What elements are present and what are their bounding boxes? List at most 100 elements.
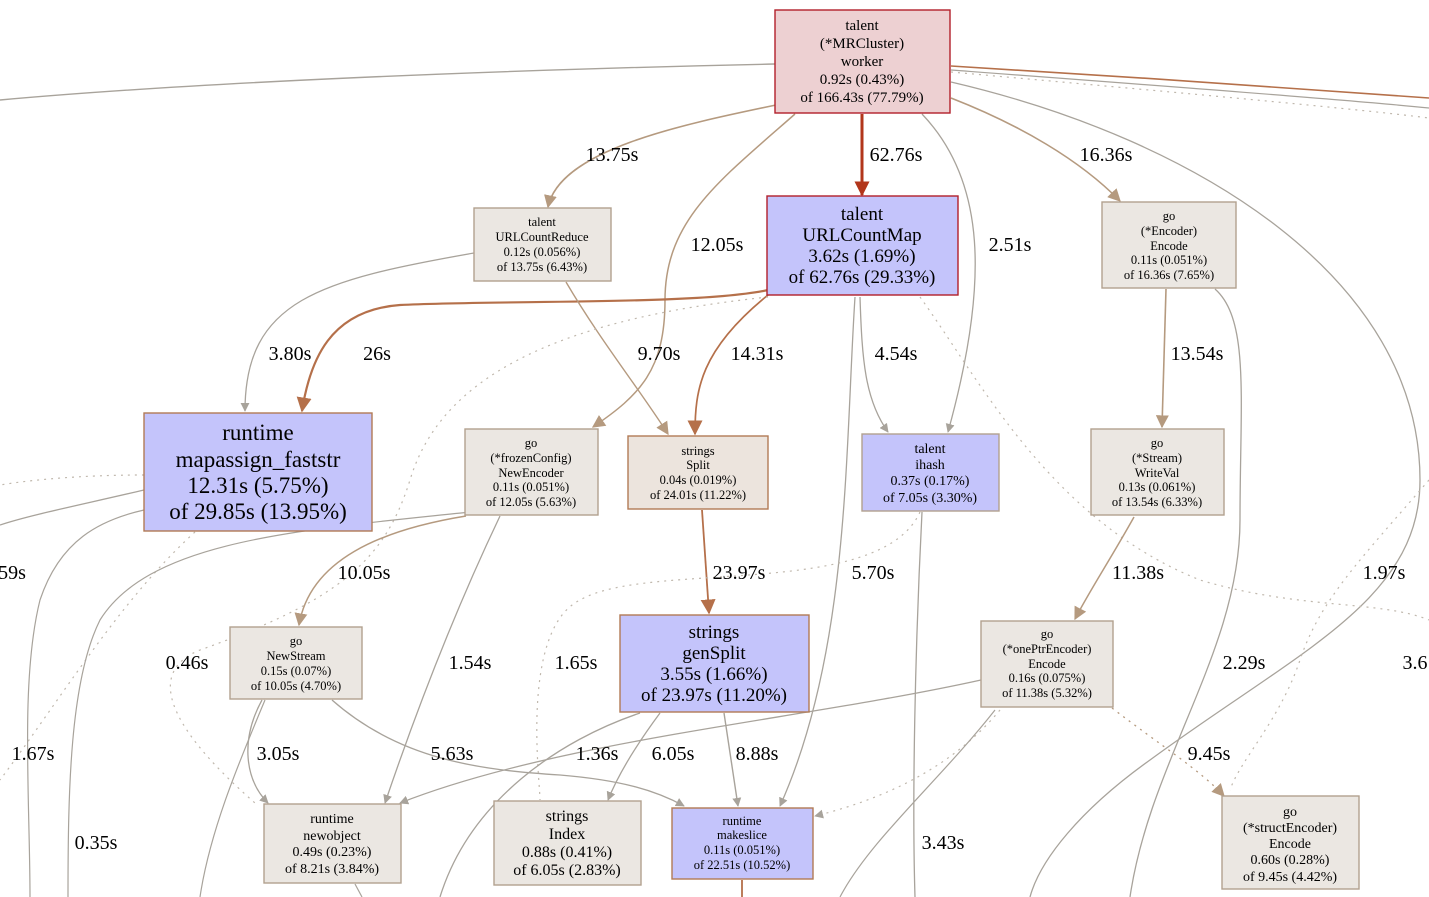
edge-worker-offscreen-left: [0, 63, 776, 101]
label-map-mapassign: 26s: [363, 343, 391, 365]
node-newencoder-line: go: [525, 436, 538, 450]
edge-urlcountmap-ihash: [859, 296, 889, 433]
label-writeval-oneptr: 11.38s: [1112, 562, 1164, 584]
edge-mapassign-left-dotted: [0, 474, 145, 486]
node-newencoder-line: of 12.05s (5.63%): [486, 495, 576, 509]
node-urlcountmap-line: URLCountMap: [802, 225, 921, 246]
label-right-36: 3.6: [1403, 652, 1428, 674]
edge-newstream-down: [199, 699, 266, 897]
edge-worker-newencoder: [591, 113, 796, 428]
node-worker-line: of 166.43s (77.79%): [800, 90, 923, 106]
edge-worker-right-197: [950, 81, 1421, 897]
label-map-ihash: 4.54s: [875, 343, 918, 365]
node-oneptr-line: 0.16s (0.075%): [1009, 671, 1086, 685]
edge-right-dotted: [1229, 479, 1429, 791]
edge-newobject-down: [354, 883, 363, 897]
node-urlcountreduce-line: 0.12s (0.056%): [504, 245, 581, 259]
node-structenc-line: 0.60s (0.28%): [1251, 853, 1330, 868]
node-newobject-line: of 8.21s (3.84%): [285, 862, 379, 877]
label-newencoder-newobject: 1.54s: [449, 652, 492, 674]
node-writeval-line: of 13.54s (6.33%): [1112, 495, 1202, 509]
edge-mapassign-left-1: [0, 489, 145, 526]
node-gensplit-line: genSplit: [682, 643, 746, 664]
node-makeslice-line: makeslice: [717, 828, 767, 842]
edge-newstream-makeslice: [331, 699, 685, 807]
node-split-line: 0.04s (0.019%): [660, 473, 737, 487]
label-reduce-mapassign: 3.80s: [269, 343, 312, 365]
node-oneptr-line: Encode: [1028, 657, 1066, 671]
edge-labels: 13.75s 62.76s 16.36s 12.05s 2.51s 3.80s …: [0, 144, 1428, 854]
node-index-line: of 6.05s (2.83%): [513, 862, 621, 879]
node-mapassign-line: 12.31s (5.75%): [187, 473, 328, 498]
label-right-229: 2.29s: [1223, 652, 1266, 674]
node-ihash-line: talent: [914, 442, 945, 457]
node-mapassign-line: runtime: [222, 420, 294, 445]
node-newstream-line: NewStream: [266, 649, 325, 663]
label-left-167: 1.67s: [12, 743, 55, 765]
node-newencoder-line: 0.11s (0.051%): [493, 480, 569, 494]
label-worker-encoder: 16.36s: [1080, 144, 1133, 166]
edge-ihash-down: [913, 511, 923, 897]
node-encoder-line: go: [1163, 209, 1176, 223]
edge-urlcountreduce-split: [565, 281, 669, 436]
edge-mapassign-left-2: [26, 509, 145, 897]
node-split-line: strings: [681, 444, 714, 458]
node-writeval-line: WriteVal: [1135, 466, 1180, 480]
node-worker-line: worker: [841, 54, 883, 70]
node-ihash-line: 0.37s (0.17%): [891, 474, 970, 489]
node-newstream-line: 0.15s (0.07%): [261, 664, 331, 678]
edge-encoder-down: [1129, 288, 1242, 897]
node-writeval-line: (*Stream): [1132, 451, 1182, 465]
label-reduce-split: 9.70s: [638, 343, 681, 365]
edge-oneptr-down: [839, 709, 996, 897]
node-urlcountreduce-line: URLCountReduce: [495, 230, 588, 244]
edge-urlcountmap-split: [687, 294, 769, 436]
node-writeval-line: 0.13s (0.061%): [1119, 480, 1196, 494]
node-urlcountmap-line: of 62.76s (29.33%): [789, 267, 936, 288]
edge-newencoder-newstream: [294, 515, 467, 627]
label-left-046: 0.46s: [166, 652, 209, 674]
edge-gensplit-down: [439, 712, 641, 897]
edge-oneptr-makeslice-dotted: [814, 709, 1001, 819]
label-newstream-makeslice: 5.63s: [431, 743, 474, 765]
node-oneptr-line: of 11.38s (5.32%): [1002, 686, 1092, 700]
node-makeslice-line: 0.11s (0.051%): [704, 843, 780, 857]
edge-urlcountmap-dotted-left: [169, 296, 769, 804]
label-encoder-writeval: 13.54s: [1171, 343, 1224, 365]
edge-oneptr-newobject: [399, 679, 982, 805]
node-index-line: Index: [549, 826, 585, 843]
label-gensplit-makeslice: 8.88s: [736, 743, 779, 765]
label-ihash-343: 3.43s: [922, 832, 965, 854]
edge-newencoder-newobject: [383, 515, 501, 804]
label-map-makeslice: 5.70s: [852, 562, 895, 584]
node-urlcountreduce-line: of 13.75s (6.43%): [497, 260, 587, 274]
edge-urlcountmap-mapassign: [296, 288, 769, 413]
